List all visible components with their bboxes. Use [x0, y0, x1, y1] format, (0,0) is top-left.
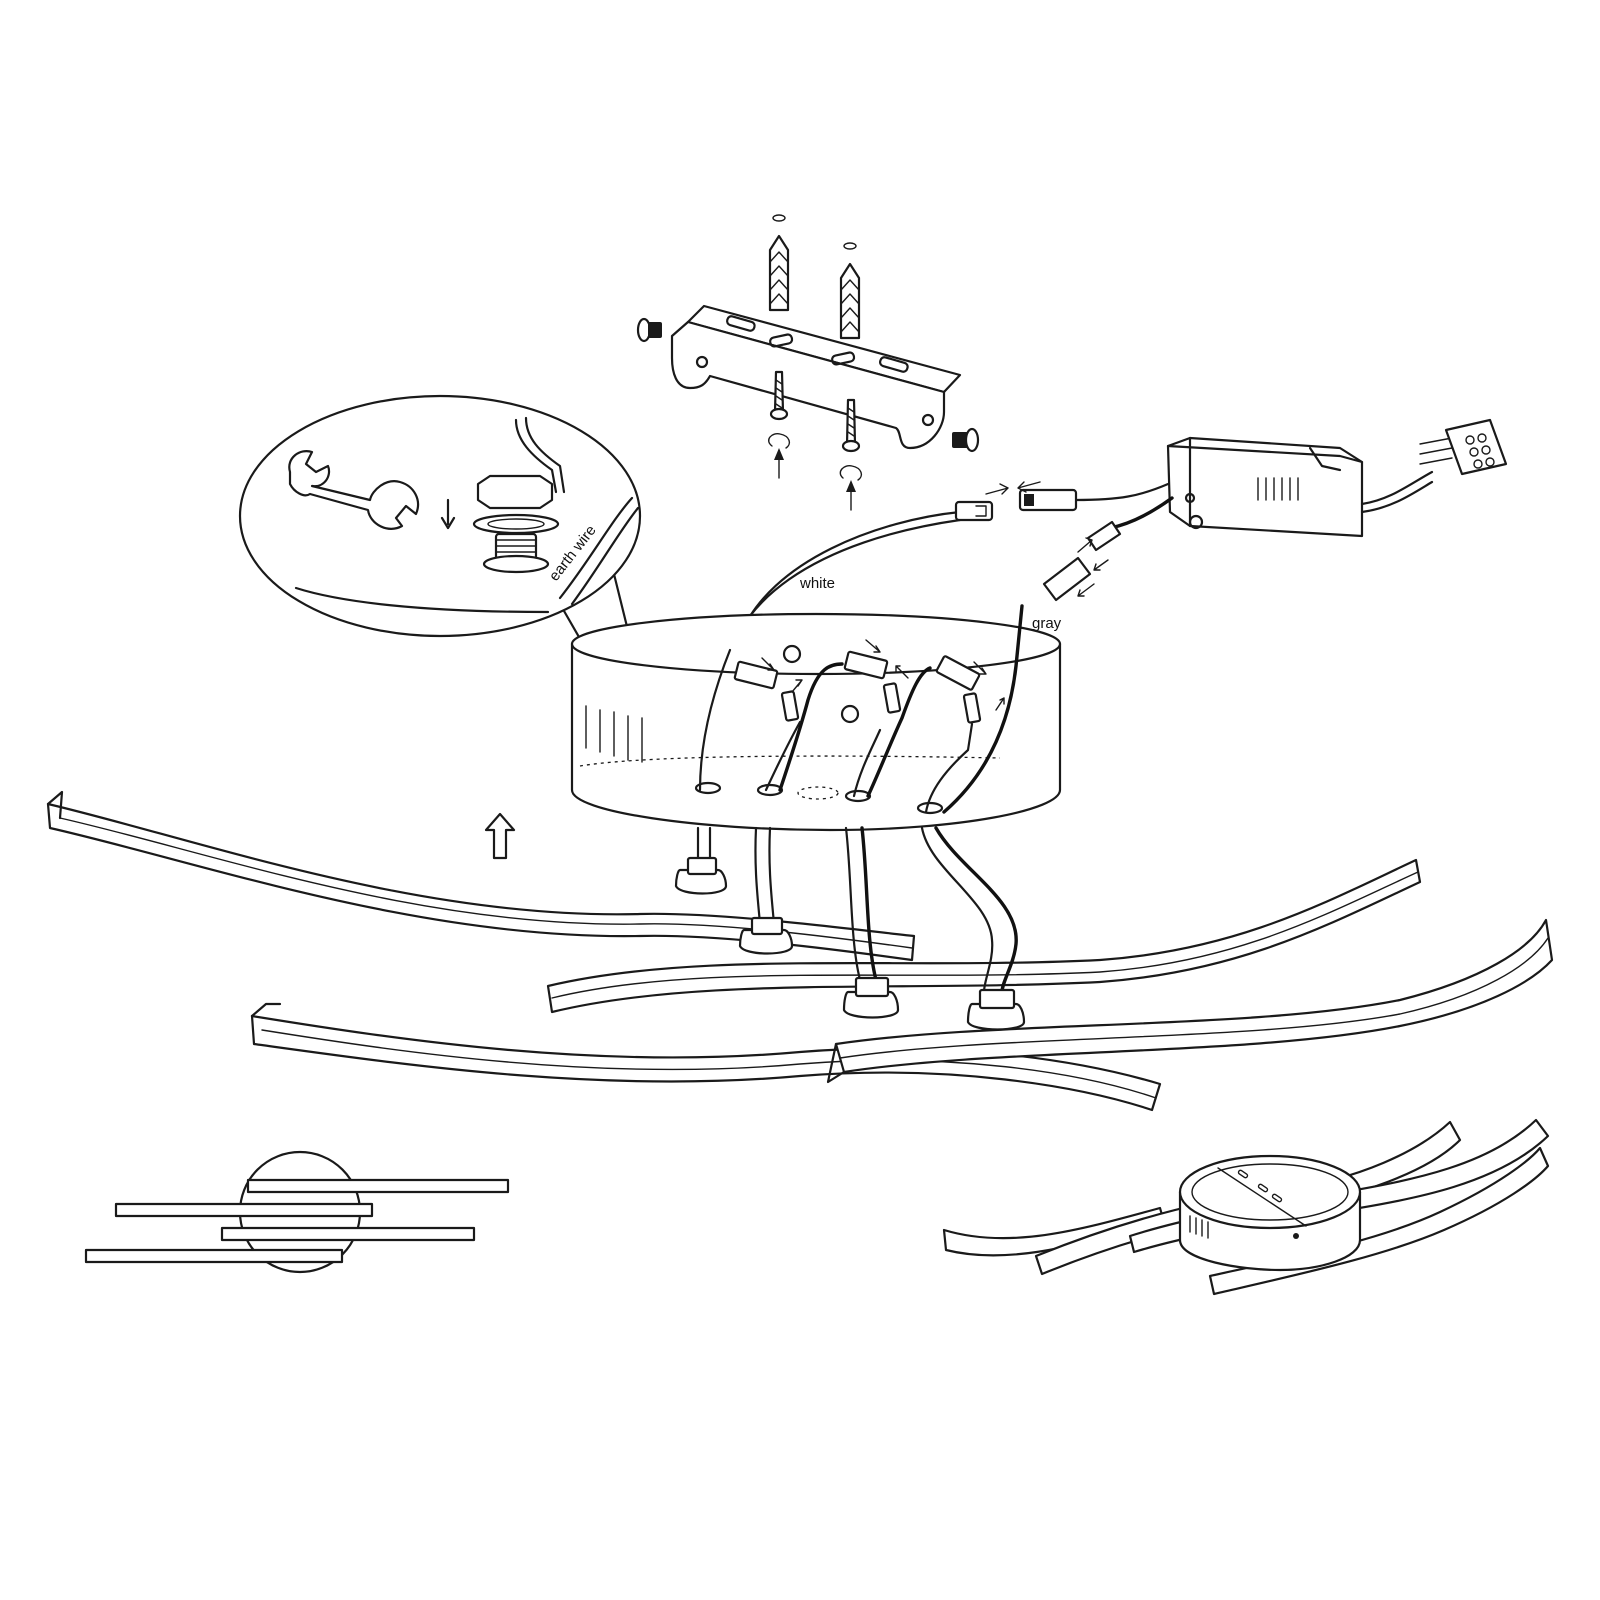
cable-gland-2	[738, 826, 794, 955]
side-screw-right	[952, 427, 980, 453]
led-arm-4	[826, 918, 1554, 1084]
screw-left	[768, 370, 791, 479]
mains-cable-to-terminal	[1360, 437, 1453, 514]
earth-wire-detail-bubble: earth wire	[238, 394, 662, 766]
gray-wire-label: gray	[1032, 615, 1062, 632]
wrench-icon	[288, 450, 420, 530]
down-arrow-icon	[440, 498, 456, 530]
canopy-base	[570, 612, 1062, 832]
led-arm-3	[250, 1002, 1162, 1112]
screw-right	[839, 398, 863, 511]
perspective-view	[942, 1118, 1550, 1296]
connector-pair-gray	[1042, 537, 1109, 602]
led-arm-1	[46, 790, 916, 962]
wall-plug-left	[768, 214, 790, 312]
cable-gland-1	[674, 826, 728, 895]
nut-and-washer	[472, 416, 566, 574]
led-driver-box	[1166, 436, 1364, 538]
cable-gland-3	[842, 826, 900, 1019]
front-view	[84, 1150, 510, 1274]
terminal-block	[1444, 418, 1508, 476]
driver-white-cable	[1018, 482, 1170, 512]
side-screw-left	[636, 317, 662, 343]
wall-plug-right	[839, 242, 861, 340]
canopy-internal-wires	[698, 604, 1024, 814]
up-arrow-icon	[484, 812, 516, 860]
cable-gland-4	[920, 826, 1026, 1031]
led-arm-2	[546, 858, 1422, 1014]
mounting-bracket	[670, 304, 962, 450]
driver-gray-cable	[1086, 496, 1174, 552]
white-wire-label: white	[799, 575, 835, 592]
